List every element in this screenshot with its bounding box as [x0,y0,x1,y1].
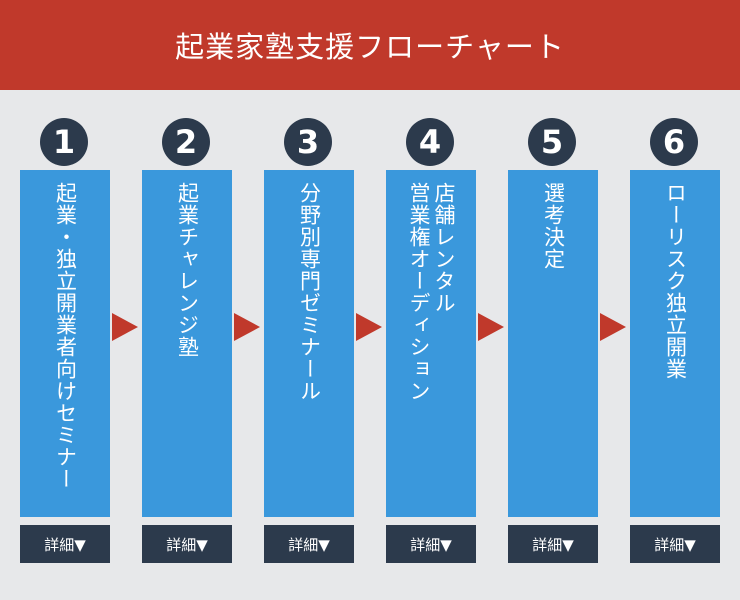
step-3: 3 分野別専門ゼミナール 詳細▼ [264,118,354,568]
step-card: 起業チャレンジ塾 [142,170,232,517]
detail-button[interactable]: 詳細▼ [630,525,720,563]
flow-arrow-icon [234,313,260,341]
step-card: 起業・独立開業者向けセミナー [20,170,110,517]
step-6: 6 ローリスク独立開業 詳細▼ [630,118,720,568]
detail-button[interactable]: 詳細▼ [386,525,476,563]
step-number-badge: 1 [40,118,88,166]
step-label: ローリスク独立開業 [663,182,688,380]
step-label: 分野別専門ゼミナール [297,182,322,402]
step-4: 4 店舗レンタル 営業権オーディション 詳細▼ [386,118,476,568]
step-card: 分野別専門ゼミナール [264,170,354,517]
step-1: 1 起業・独立開業者向けセミナー 詳細▼ [20,118,110,568]
step-5: 5 選考決定 詳細▼ [508,118,598,568]
step-card: ローリスク独立開業 [630,170,720,517]
step-number-badge: 5 [528,118,576,166]
step-2: 2 起業チャレンジ塾 詳細▼ [142,118,232,568]
step-card: 選考決定 [508,170,598,517]
step-label: 起業チャレンジ塾 [175,182,200,358]
flowchart-title: 起業家塾支援フローチャート [0,0,740,90]
step-number-badge: 6 [650,118,698,166]
flow-arrow-icon [478,313,504,341]
step-label: 店舗レンタル 営業権オーディション [407,182,456,402]
flow-arrow-icon [600,313,626,341]
detail-button[interactable]: 詳細▼ [508,525,598,563]
step-number-badge: 4 [406,118,454,166]
step-label: 選考決定 [541,182,566,270]
flow-arrow-icon [112,313,138,341]
step-number-badge: 3 [284,118,332,166]
detail-button[interactable]: 詳細▼ [20,525,110,563]
flow-arrow-icon [356,313,382,341]
step-label: 起業・独立開業者向けセミナー [53,182,78,490]
step-card: 店舗レンタル 営業権オーディション [386,170,476,517]
detail-button[interactable]: 詳細▼ [142,525,232,563]
step-number-badge: 2 [162,118,210,166]
detail-button[interactable]: 詳細▼ [264,525,354,563]
